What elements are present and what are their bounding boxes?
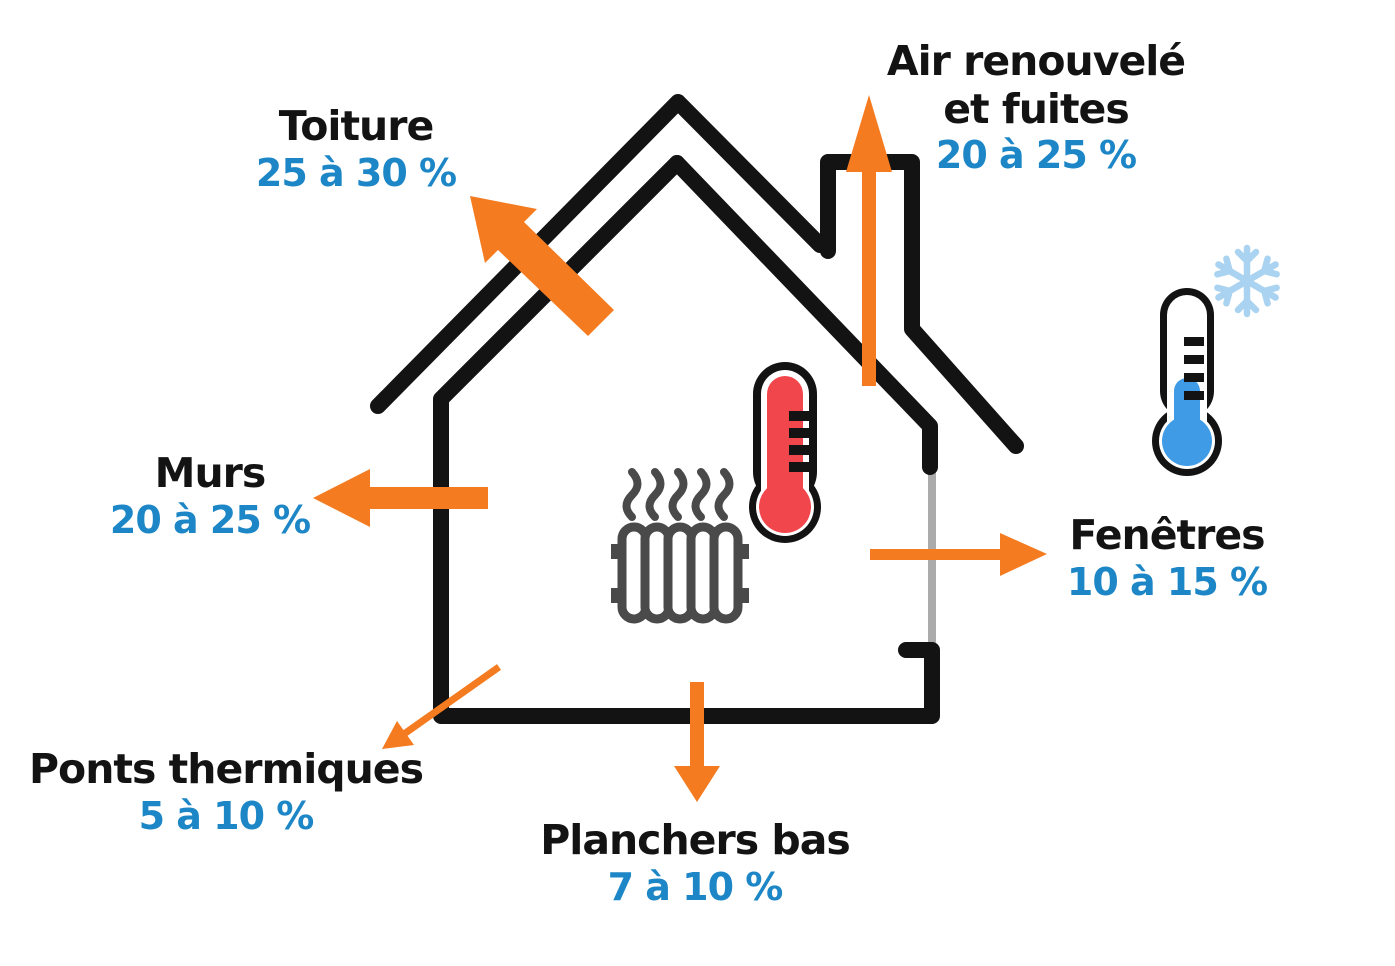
planchers-arrow-icon bbox=[674, 682, 720, 802]
ponts-value: 5 à 10 % bbox=[138, 793, 315, 838]
roof-inner-right bbox=[669, 155, 938, 475]
label-planchers-bas: Planchers bas 7 à 10 % bbox=[540, 816, 851, 909]
label-air-renouvele: Air renouvelé et fuites 20 à 25 % bbox=[886, 37, 1186, 178]
thermometer-ticks bbox=[1184, 337, 1204, 400]
snowflake-icon bbox=[1214, 244, 1280, 318]
murs-value: 20 à 25 % bbox=[109, 497, 311, 542]
air-name-line1: Air renouvelé bbox=[886, 37, 1186, 85]
thermometer-outdoor-icon bbox=[1152, 288, 1222, 476]
chimney bbox=[820, 154, 1024, 454]
ponts-arrow-icon bbox=[382, 664, 502, 749]
murs-arrow-icon bbox=[313, 469, 488, 527]
label-fenetres: Fenêtres 10 à 15 % bbox=[1066, 511, 1268, 604]
house-outline bbox=[370, 94, 1024, 724]
toiture-value: 25 à 30 % bbox=[255, 150, 457, 195]
fenetres-name: Fenêtres bbox=[1069, 511, 1265, 559]
thermometer-indoor-icon bbox=[749, 362, 821, 543]
label-toiture: Toiture 25 à 30 % bbox=[255, 102, 457, 195]
fenetres-value: 10 à 15 % bbox=[1066, 559, 1268, 604]
walls-floor bbox=[433, 155, 940, 724]
fenetres-arrow-icon bbox=[870, 533, 1047, 576]
roof-outer bbox=[370, 94, 828, 414]
murs-name: Murs bbox=[154, 449, 267, 497]
label-murs: Murs 20 à 25 % bbox=[109, 449, 311, 542]
heat-loss-arrows bbox=[313, 95, 1047, 802]
planchers-value: 7 à 10 % bbox=[607, 864, 784, 909]
label-ponts-thermiques: Ponts thermiques 5 à 10 % bbox=[28, 745, 424, 838]
air-value: 20 à 25 % bbox=[935, 133, 1137, 178]
radiator-icon bbox=[611, 468, 749, 624]
heat-waves-icon bbox=[622, 468, 734, 521]
planchers-name: Planchers bas bbox=[540, 816, 851, 864]
toiture-name: Toiture bbox=[278, 102, 435, 150]
thermometer-ticks bbox=[789, 411, 810, 472]
toiture-arrow-icon bbox=[470, 196, 614, 336]
air-name-line2: et fuites bbox=[943, 84, 1130, 133]
air-arrow-icon bbox=[846, 95, 892, 386]
ponts-name: Ponts thermiques bbox=[28, 745, 424, 793]
